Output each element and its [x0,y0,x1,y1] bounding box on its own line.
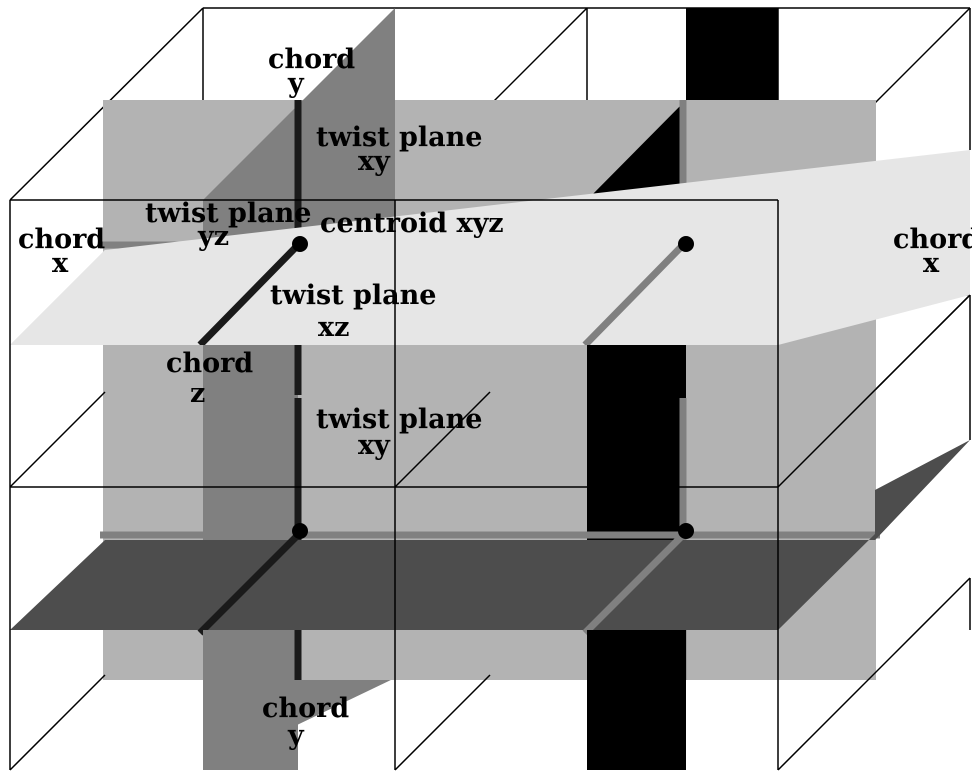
label-twist-plane-xz-axis: xz [318,312,349,343]
centroid-dot-upper-left [292,236,308,252]
twist-plane-yz-bottom [203,630,298,770]
label-chord-z: chord [166,348,253,379]
label-chord-y-top: chord [268,44,355,75]
label-twist-plane-xy-top: twist plane [316,122,482,153]
twist-plane-xz-upper-main [10,250,875,345]
label-chord-y-bottom-axis: y [287,720,305,751]
label-twist-plane-yz-axis: yz [197,221,229,252]
label-twist-plane-xy-mid-axis: xy [358,430,391,461]
label-twist-plane-xz: twist plane [270,280,436,311]
twist-plane-yz-black-top [686,8,778,100]
chord-z-upper-right [582,242,686,348]
centroid-dot-upper-right [678,236,694,252]
twist-plane-xz-lower-back [875,440,970,540]
label-chord-x-left-axis: x [52,248,69,279]
wireframe-front [9,199,971,771]
chord-z-lower [197,532,301,636]
label-twist-plane-xy-top-axis: xy [358,146,391,177]
label-centroid: centroid xyz [320,208,504,239]
label-chord-x-right: chord [893,224,972,255]
chord-z-upper [197,242,301,348]
label-twist-plane-xy-mid: twist plane [316,404,482,435]
label-twist-plane-yz: twist plane [145,198,311,229]
label-chord-x-left: chord [18,224,105,255]
label-chord-y-bottom: chord [262,693,349,724]
centroid-dot-lower-right [678,523,694,539]
label-chord-y-top-axis: y [287,68,305,99]
label-chord-z-axis: z [190,378,205,409]
chord-z-lower-right [582,532,686,636]
label-chord-x-right-axis: x [923,248,940,279]
twist-plane-black-bottom [587,630,686,770]
centroid-dot-lower-left [292,523,308,539]
